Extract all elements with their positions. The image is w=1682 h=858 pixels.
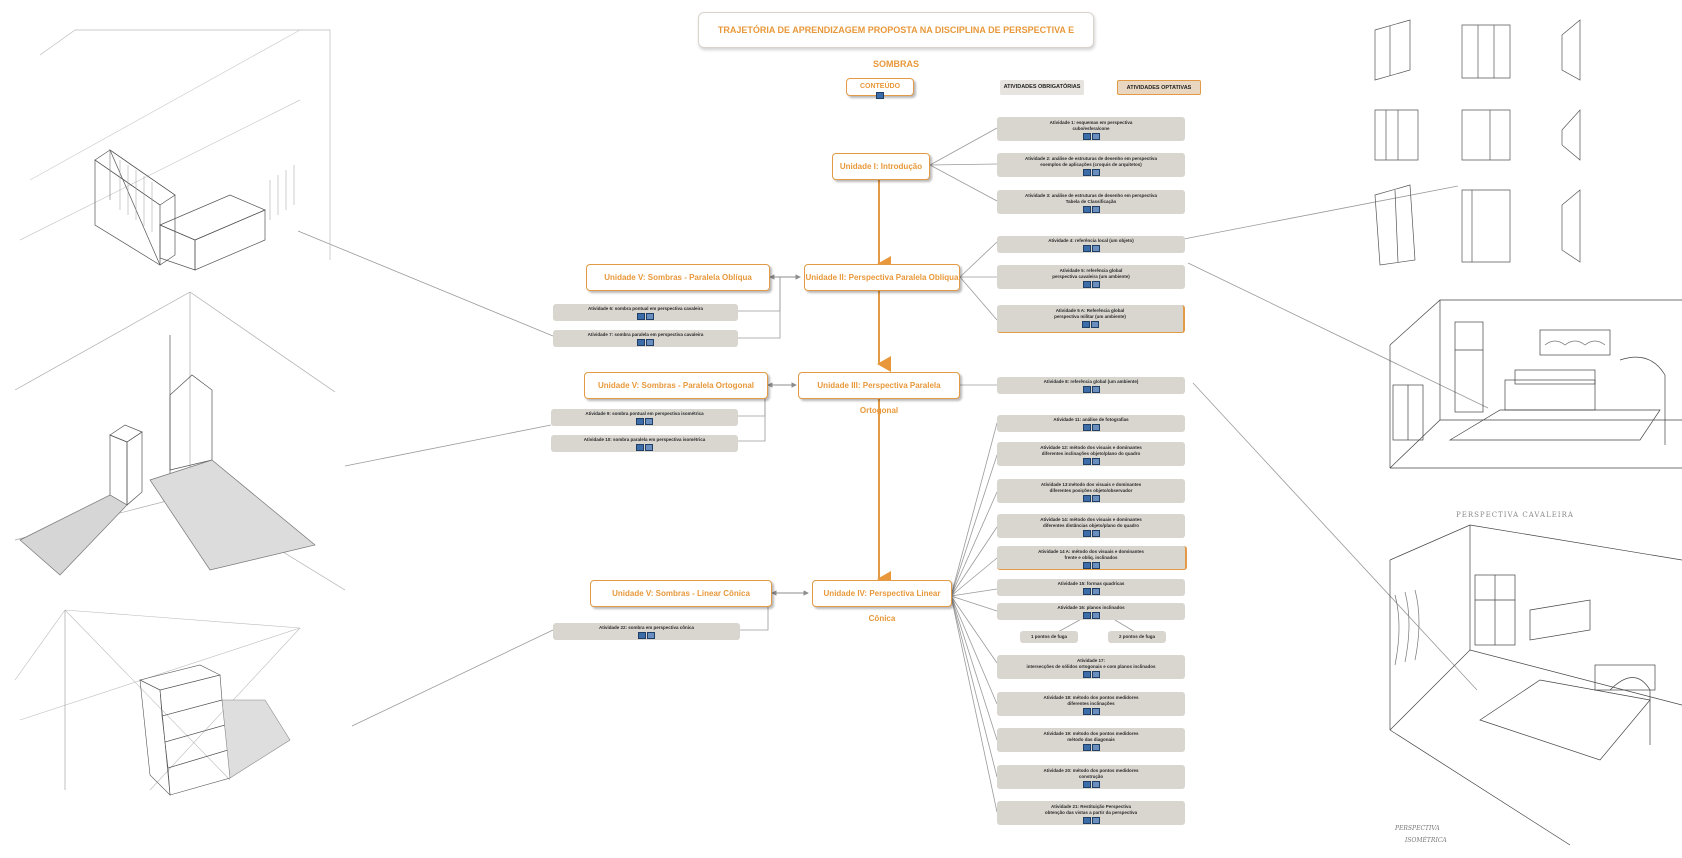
unit-4-node[interactable]: Unidade IV: Perspectiva Linear Cônica — [812, 580, 952, 623]
activity-18[interactable]: Atividade 18: método dos pontos medidore… — [997, 692, 1185, 716]
image-icon[interactable] — [1091, 612, 1100, 620]
image-icon[interactable] — [1091, 169, 1100, 177]
unit-2-node[interactable]: Unidade II: Perspectiva Paralela Oblíqua — [804, 264, 960, 291]
sketch-oblique-boxes — [19, 29, 331, 271]
activity-22[interactable]: Atividade 22: sombra em perspectiva côni… — [553, 623, 740, 640]
activity-8[interactable]: Atividade 8: referência global (um ambie… — [997, 377, 1185, 394]
image-icon[interactable] — [1091, 133, 1100, 141]
activity-11[interactable]: Atividade 11: análise de fotografias — [997, 415, 1185, 432]
activity-3[interactable]: Atividade 3: análise de estruturas de de… — [997, 190, 1185, 214]
sketch-room-cavaleira — [1389, 299, 1682, 469]
shadow-unit-orthogonal-node[interactable]: Unidade V: Sombras - Paralela Ortogonal — [584, 372, 768, 399]
document-icon[interactable] — [1082, 495, 1091, 503]
document-icon[interactable] — [1081, 321, 1090, 329]
content-node[interactable]: CONTEÚDO — [846, 78, 914, 99]
image-icon[interactable] — [1091, 744, 1100, 752]
image-icon[interactable] — [1091, 562, 1100, 569]
document-icon[interactable] — [1082, 133, 1091, 141]
activity-16-two-vanishing-points[interactable]: 2 pontos de fuga — [1108, 631, 1166, 643]
activity-15[interactable]: Atividade 15: formas quadricas — [997, 579, 1185, 596]
caption-isometrica-line1: PERSPECTIVA — [1395, 825, 1440, 832]
image-icon[interactable] — [646, 339, 654, 347]
activity-14a[interactable]: Atividade 14 A: método dos visuais e dom… — [997, 546, 1187, 570]
document-icon[interactable] — [1082, 671, 1091, 679]
image-icon[interactable] — [1091, 495, 1100, 503]
shadow-unit-oblique-node[interactable]: Unidade V: Sombras - Paralela Oblíqua — [586, 264, 770, 291]
activity-2[interactable]: Atividade 2: análise de estruturas de de… — [997, 153, 1185, 177]
activity-7[interactable]: Atividade 7: sombra paralela em perspect… — [553, 330, 738, 347]
sketch-classification-tiles — [1374, 19, 1581, 266]
image-icon[interactable] — [1091, 424, 1100, 432]
caption-cavaleira: PERSPECTIVA CAVALEIRA — [1456, 511, 1574, 519]
sketch-isometric-shadows — [14, 291, 346, 591]
image-icon[interactable] — [1091, 708, 1100, 716]
image-icon[interactable] — [1091, 817, 1100, 825]
document-icon[interactable] — [1082, 169, 1091, 177]
image-icon[interactable] — [1091, 458, 1100, 466]
document-icon[interactable] — [637, 313, 645, 321]
image-icon[interactable] — [647, 632, 655, 640]
activity-17[interactable]: Atividade 17:intersecções de sólidos ort… — [997, 655, 1185, 679]
document-icon[interactable] — [638, 632, 646, 640]
image-icon[interactable] — [1091, 206, 1100, 214]
image-icon[interactable] — [1091, 588, 1100, 596]
document-icon[interactable] — [1082, 817, 1091, 825]
document-icon[interactable] — [637, 339, 645, 347]
content-node-label: CONTEÚDO — [859, 83, 901, 90]
document-icon[interactable] — [1082, 781, 1091, 789]
image-icon[interactable] — [1091, 386, 1100, 394]
activity-4[interactable]: Atividade 4: referência local (um objeto… — [997, 236, 1185, 253]
sketch-conic-stairs — [14, 609, 301, 796]
activity-9[interactable]: Atividade 9: sombra pontual em perspecti… — [551, 409, 738, 426]
image-icon[interactable] — [1091, 245, 1100, 253]
activity-20[interactable]: Atividade 20: método dos pontos medidore… — [997, 765, 1185, 789]
activity-16[interactable]: Atividade 16: planos inclinados — [997, 603, 1185, 620]
document-icon[interactable] — [1082, 424, 1091, 432]
legend-optional: ATIVIDADES OPTATIVAS — [1117, 80, 1201, 95]
document-icon[interactable] — [1082, 206, 1091, 214]
document-icon[interactable] — [1082, 245, 1091, 253]
document-icon[interactable] — [1082, 744, 1091, 752]
document-icon[interactable] — [1082, 458, 1091, 466]
image-icon[interactable] — [1090, 321, 1099, 329]
activity-13[interactable]: Atividade 13:método dos visuais e domina… — [997, 479, 1185, 503]
activity-12[interactable]: Atividade 12: método dos visuais e domin… — [997, 442, 1185, 466]
caption-isometrica-line2: ISOMÉTRICA — [1405, 837, 1447, 844]
document-icon[interactable] — [1082, 530, 1091, 538]
diagram-title: TRAJETÓRIA DE APRENDIZAGEM PROPOSTA NA D… — [698, 12, 1094, 69]
document-icon[interactable] — [1082, 281, 1091, 289]
activity-10[interactable]: Atividade 10: sombra paralela em perspec… — [551, 435, 738, 452]
document-icon[interactable] — [876, 92, 884, 99]
activity-19[interactable]: Atividade 19: método dos pontos medidore… — [997, 728, 1185, 752]
document-icon[interactable] — [636, 418, 644, 426]
document-icon[interactable] — [1082, 708, 1091, 716]
image-icon[interactable] — [646, 313, 654, 321]
document-icon[interactable] — [1082, 588, 1091, 596]
document-icon[interactable] — [1082, 386, 1091, 394]
image-icon[interactable] — [645, 418, 653, 426]
document-icon[interactable] — [1082, 562, 1091, 569]
activity-14[interactable]: Atividade 14: método dos visuais e domin… — [997, 514, 1185, 538]
image-icon[interactable] — [645, 444, 653, 452]
shadow-unit-conic-node[interactable]: Unidade V: Sombras - Linear Cônica — [590, 580, 772, 607]
unit-3-node[interactable]: Unidade III: Perspectiva Paralela Ortogo… — [798, 372, 960, 415]
image-icon[interactable] — [1091, 281, 1100, 289]
image-icon[interactable] — [1091, 671, 1100, 679]
activity-6[interactable]: Atividade 6: sombra pontual em perspecti… — [553, 304, 738, 321]
image-icon[interactable] — [1091, 530, 1100, 538]
legend-mandatory: ATIVIDADES OBRIGATÓRIAS — [1000, 80, 1084, 95]
document-icon[interactable] — [636, 444, 644, 452]
image-icon[interactable] — [1091, 781, 1100, 789]
unit-1-node[interactable]: Unidade I: Introdução — [832, 153, 930, 180]
activity-16-one-vanishing-point[interactable]: 1 pontos de fuga — [1020, 631, 1078, 643]
sketch-room-isometrica — [1389, 524, 1682, 846]
document-icon[interactable] — [1082, 612, 1091, 620]
